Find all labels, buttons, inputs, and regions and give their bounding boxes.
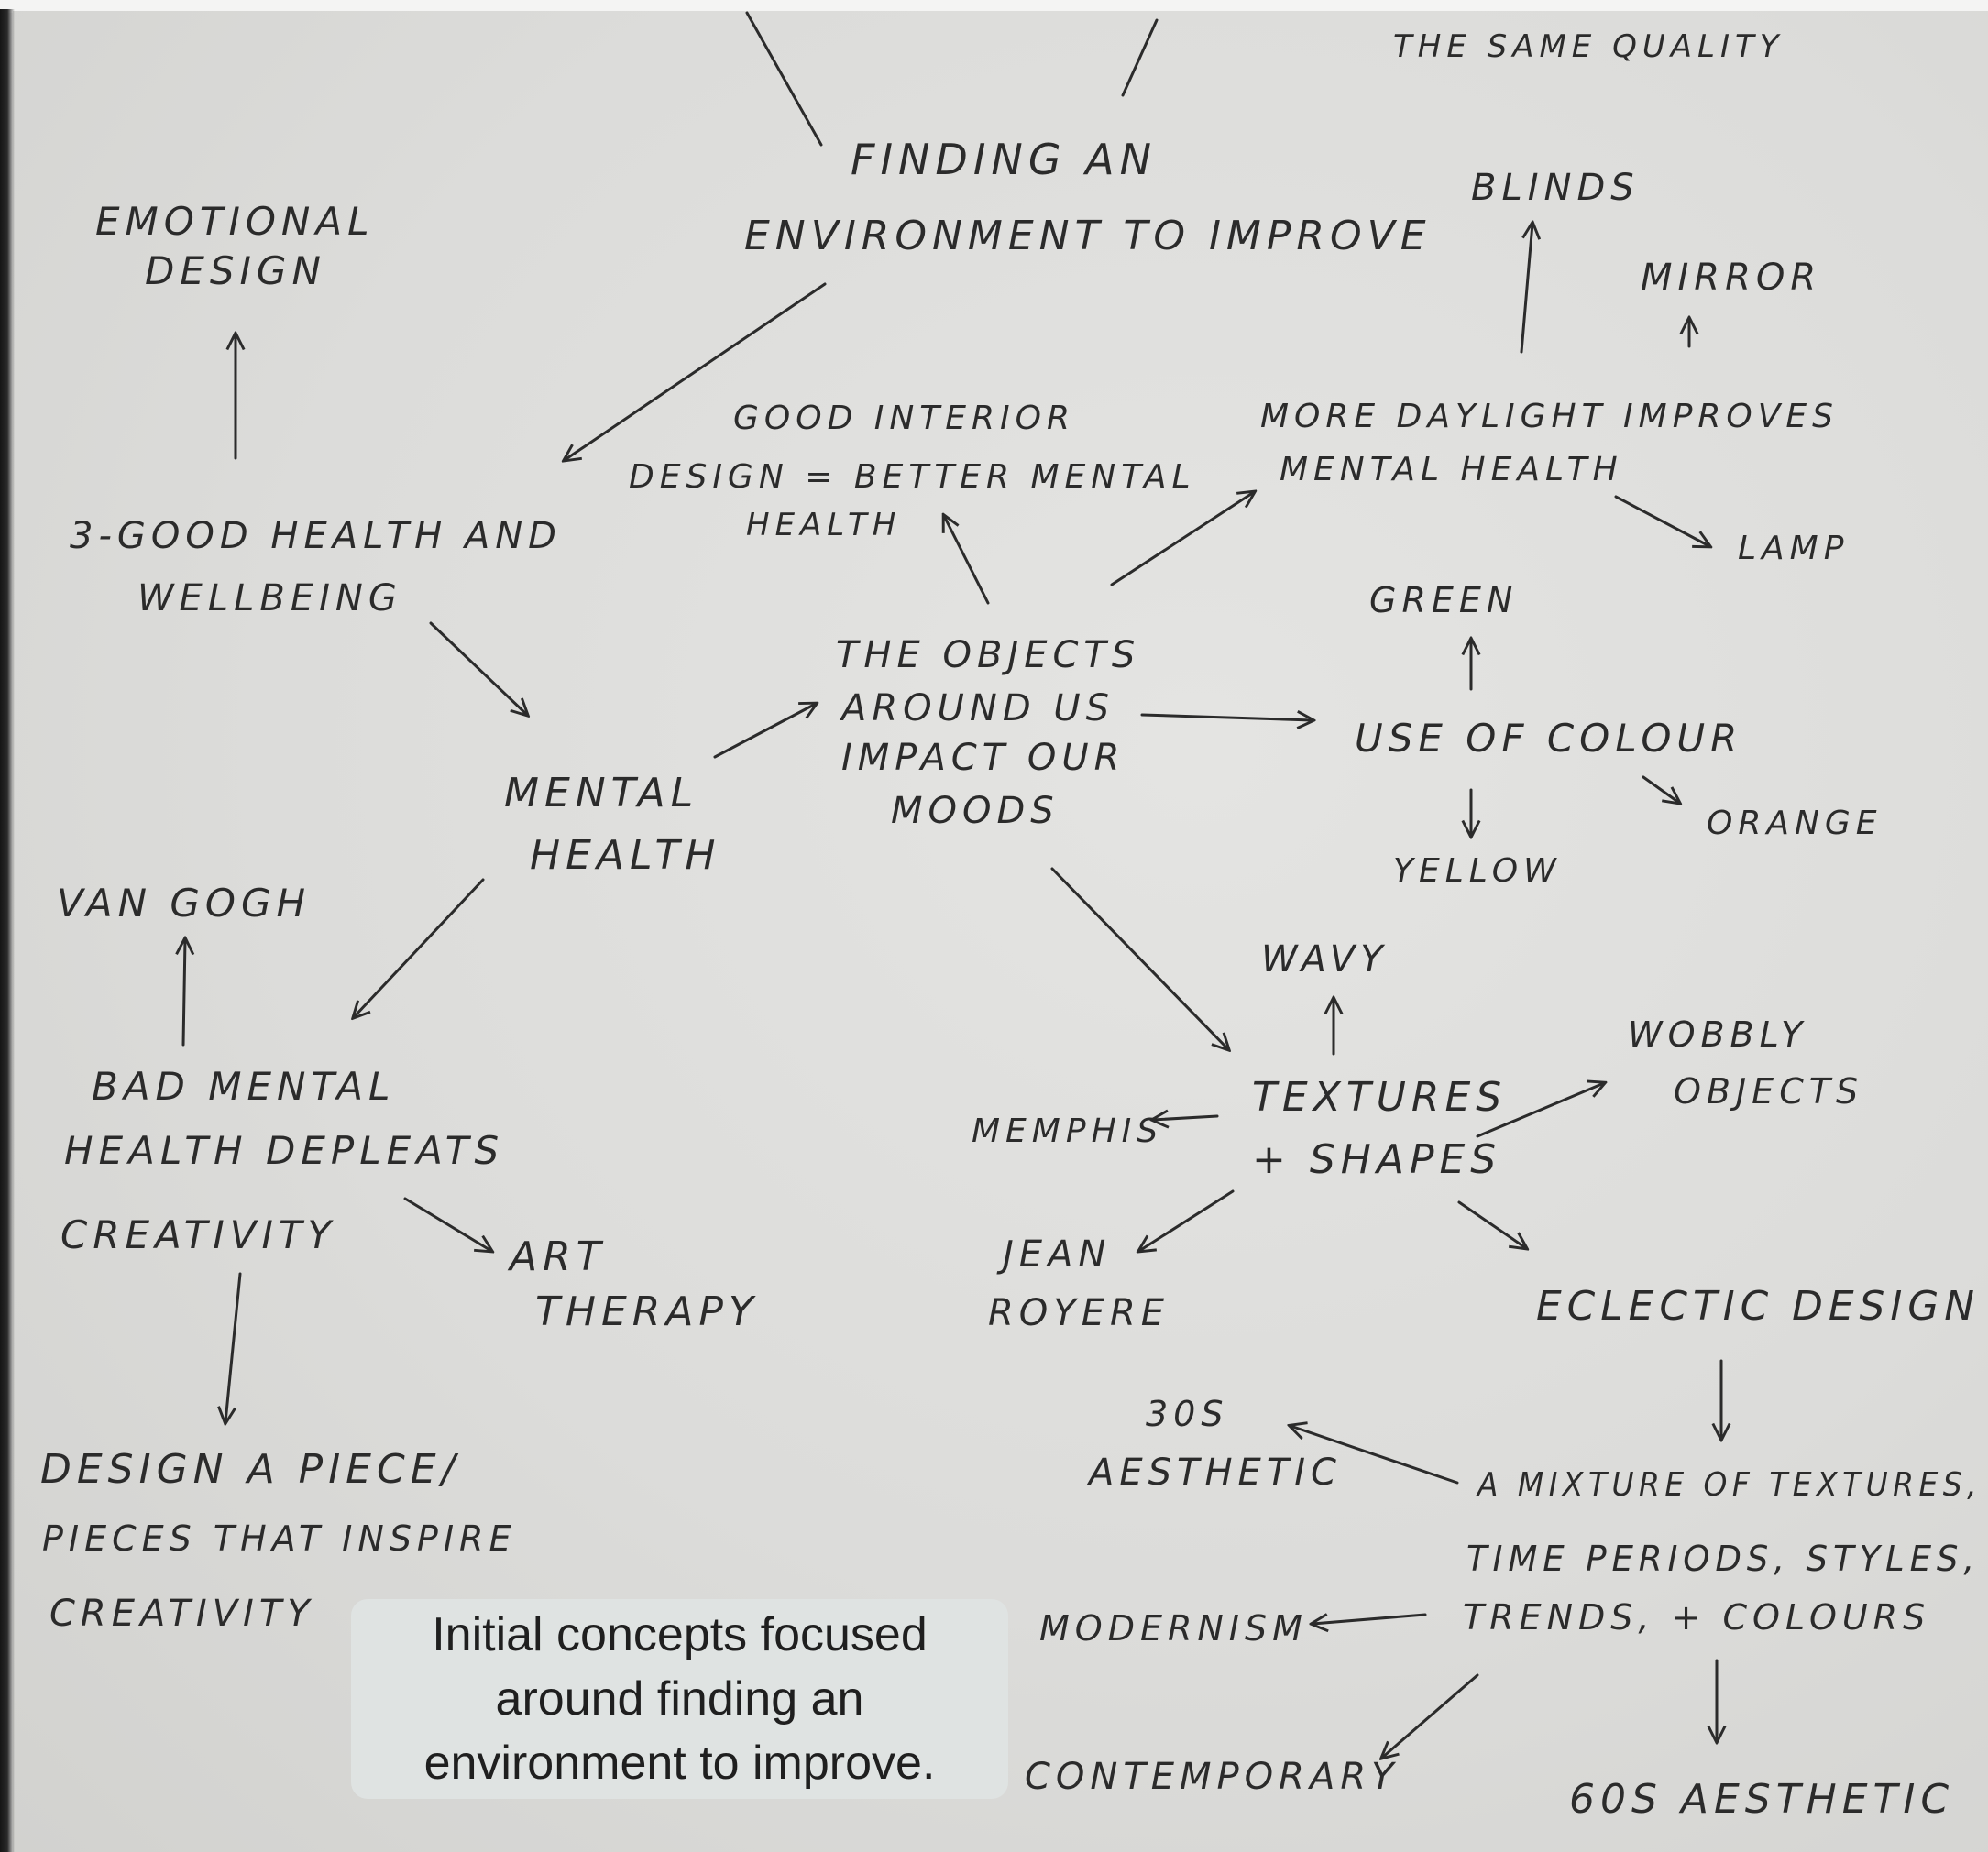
arrow xyxy=(1313,1615,1427,1624)
note-good-health-line2: WELLBEING xyxy=(137,577,402,619)
arrow xyxy=(1291,1426,1459,1485)
paper-edge-shadow xyxy=(0,9,15,1852)
note-bad-mental-health: BAD MENTAL xyxy=(92,1064,395,1109)
note-mental-health: MENTAL xyxy=(504,770,698,816)
note-mixture-line3: TRENDS, + COLOURS xyxy=(1463,1597,1930,1638)
note-30s-aesthetic-line2: AESTHETIC xyxy=(1086,1452,1342,1494)
note-modernism: MODERNISM xyxy=(1039,1608,1308,1649)
note-jean-royere-line2: ROYERE xyxy=(988,1292,1170,1334)
note-eclectic-design: ECLECTIC DESIGN xyxy=(1536,1283,1980,1330)
note-mental-health-line2: HEALTH xyxy=(530,832,720,879)
caption-text: Initial concepts focused around finding … xyxy=(423,1608,936,1790)
note-objects: THE OBJECTS xyxy=(836,634,1140,676)
arrow xyxy=(1050,867,1228,1049)
note-wavy: WAVY xyxy=(1261,938,1389,981)
note-use-of-colour: USE OF COLOUR xyxy=(1355,716,1742,761)
note-textures-shapes-line2: + SHAPES xyxy=(1252,1136,1501,1183)
note-mirror: MIRROR xyxy=(1641,257,1821,299)
note-60s-aesthetic: 60S AESTHETIC xyxy=(1569,1776,1954,1823)
arrow xyxy=(713,704,816,759)
notes: THE SAME QUALITY FINDING AN ENVIRONMENT … xyxy=(40,28,1982,1823)
note-design-piece-line2: PIECES THAT INSPIRE xyxy=(42,1518,516,1559)
arrow xyxy=(403,1197,491,1251)
note-bad-mental-health-line3: CREATIVITY xyxy=(60,1212,336,1257)
note-good-health: 3-GOOD HEALTH AND xyxy=(70,515,562,557)
note-green: GREEN xyxy=(1369,580,1518,620)
arrow xyxy=(1110,492,1254,586)
note-center-title: FINDING AN xyxy=(851,135,1157,184)
arrow xyxy=(225,1272,242,1422)
arrow xyxy=(183,939,185,1047)
note-blinds: BLINDS xyxy=(1471,167,1640,209)
caption-box: Initial concepts focused around finding … xyxy=(351,1599,1008,1799)
note-emotional-design: EMOTIONAL xyxy=(95,199,374,244)
note-textures-shapes: TEXTURES xyxy=(1252,1074,1507,1121)
note-mixture-line2: TIME PERIODS, STYLES, xyxy=(1466,1539,1980,1579)
note-good-interior-line2: DESIGN = BETTER MENTAL xyxy=(629,458,1196,496)
note-good-interior: GOOD INTERIOR xyxy=(733,400,1075,437)
note-center-title-line2: ENVIRONMENT TO IMPROVE xyxy=(744,213,1432,259)
note-daylight-line2: MENTAL HEALTH xyxy=(1280,451,1623,488)
arrow xyxy=(1520,224,1532,354)
top-border xyxy=(0,0,1988,13)
arrow xyxy=(1642,775,1679,803)
arrow xyxy=(354,878,485,1017)
arrow xyxy=(1140,715,1313,720)
arrow xyxy=(1139,1189,1235,1251)
note-yellow: YELLOW xyxy=(1393,852,1562,890)
arrow xyxy=(1614,495,1709,546)
note-good-interior-line3: HEALTH xyxy=(746,507,901,543)
note-jean-royere: JEAN xyxy=(996,1233,1111,1276)
note-wobbly-objects: WOBBLY xyxy=(1628,1014,1807,1055)
arrow xyxy=(565,282,827,460)
note-daylight: MORE DAYLIGHT IMPROVES xyxy=(1260,398,1839,435)
note-design-piece-line3: CREATIVITY xyxy=(49,1593,315,1635)
note-contemporary: CONTEMPORARY xyxy=(1025,1756,1400,1798)
note-orange: ORANGE xyxy=(1707,805,1883,842)
note-emotional-design-line2: DESIGN xyxy=(145,248,326,293)
arrow xyxy=(1457,1200,1526,1248)
connector-line xyxy=(745,11,823,147)
note-van-gogh: VAN GOGH xyxy=(57,881,311,926)
connector-line xyxy=(1121,18,1159,97)
note-art-therapy: ART xyxy=(507,1233,607,1280)
note-bad-mental-health-line2: HEALTH DEPLEATS xyxy=(64,1128,504,1173)
note-art-therapy-line2: THERAPY xyxy=(535,1288,759,1335)
note-design-piece: DESIGN A PIECE/ xyxy=(40,1446,460,1493)
arrow xyxy=(944,516,990,605)
note-objects-line2: AROUND US xyxy=(839,687,1115,729)
arrow xyxy=(429,621,527,715)
sketch-paper xyxy=(13,11,1988,1852)
note-lamp: LAMP xyxy=(1738,530,1849,567)
connectors xyxy=(183,11,1721,1758)
note-memphis: MEMPHIS xyxy=(972,1112,1163,1150)
note-30s-aesthetic: 30S xyxy=(1146,1394,1228,1434)
arrow xyxy=(1476,1083,1604,1138)
note-objects-line4: MOODS xyxy=(891,790,1060,832)
note-same-quality: THE SAME QUALITY xyxy=(1393,28,1785,65)
note-wobbly-objects-line2: OBJECTS xyxy=(1674,1071,1863,1112)
arrow xyxy=(1153,1116,1219,1120)
note-objects-line3: IMPACT OUR xyxy=(841,737,1125,779)
arrow xyxy=(1382,1673,1479,1758)
note-mixture: A MIXTURE OF TEXTURES, xyxy=(1476,1466,1982,1504)
